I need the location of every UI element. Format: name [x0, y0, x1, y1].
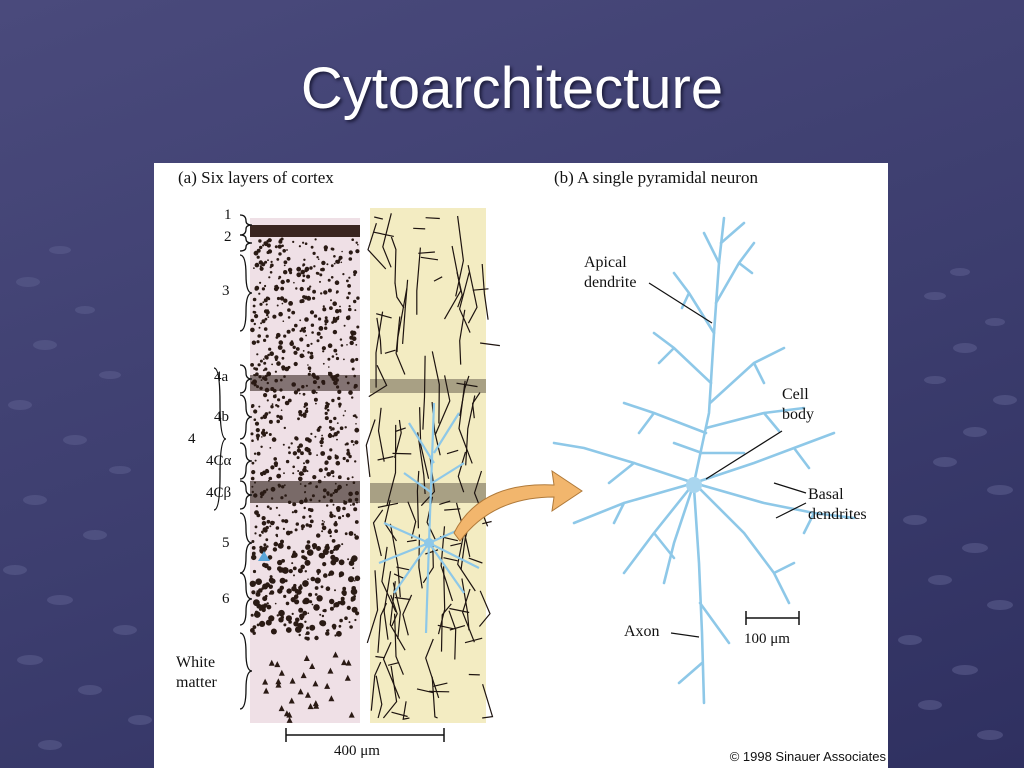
label-cell-body: Cell body: [782, 386, 814, 423]
highlighted-neuron-small: [378, 402, 480, 634]
label-apical-dendrite: Apical dendrite: [584, 254, 637, 291]
layer5-marker-icon: [258, 551, 270, 561]
label-basal-dendrites: Basal dendrites: [808, 486, 867, 523]
nissl-cell-pattern: [250, 225, 360, 237]
pyramidal-neuron-large: [552, 216, 856, 705]
slide-title: Cytoarchitecture: [300, 56, 724, 121]
layer-label-6: 6: [222, 591, 230, 607]
layer-label-3: 3: [222, 283, 230, 299]
scale-bar-b: [745, 611, 800, 625]
golgi-stain-column: [370, 208, 486, 723]
layer-label-4b: 4b: [214, 409, 229, 425]
layer-label-5: 5: [222, 535, 230, 551]
layer-label-4a: 4a: [214, 369, 229, 385]
cell-body: [686, 477, 702, 493]
layer-label-1: 1: [224, 207, 232, 223]
cortex-figure: (a) Six layers of cortex (b) A single py…: [154, 163, 888, 768]
copyright-notice: © 1998 Sinauer Associates: [729, 749, 886, 764]
label-axon: Axon: [624, 623, 660, 640]
panel-b-title: (b) A single pyramidal neuron: [554, 168, 758, 187]
scale-label-a: 400 μm: [334, 743, 380, 759]
layer-label-4: 4: [188, 431, 196, 447]
layer-label-4ca: 4Cα: [206, 453, 232, 469]
figure-graphics: [213, 208, 856, 742]
scale-bar-a: [285, 728, 445, 742]
magnify-arrow: [453, 469, 583, 542]
layer-braces: [213, 214, 253, 710]
layer-label-4cb: 4Cβ: [206, 485, 232, 501]
scale-label-b: 100 μm: [744, 631, 790, 647]
panel-a-title: (a) Six layers of cortex: [178, 168, 334, 187]
layer-label-2: 2: [224, 229, 232, 245]
layer-label-white-matter: White matter: [176, 654, 217, 691]
